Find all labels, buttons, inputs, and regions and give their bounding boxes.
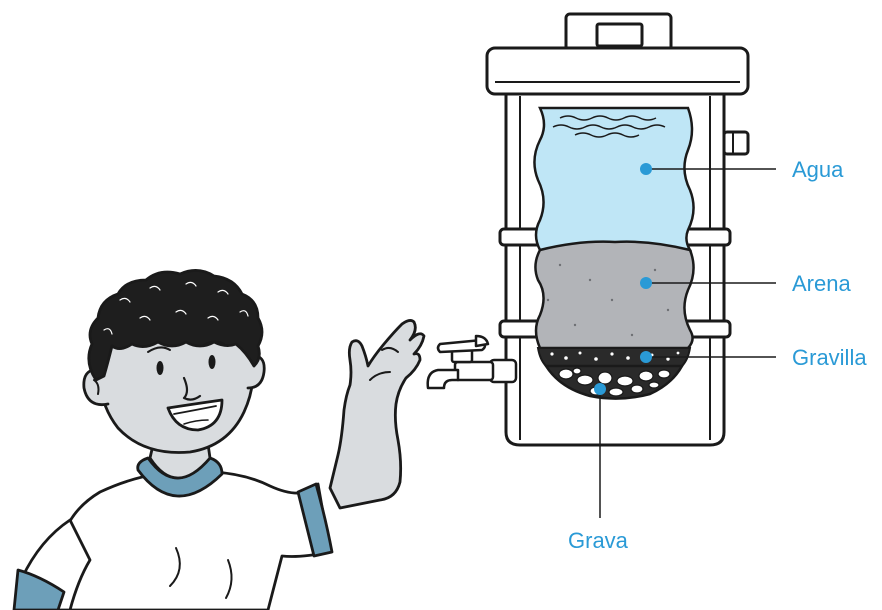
label-fine-gravel: Gravilla — [792, 345, 867, 370]
marker-fine-gravel — [640, 351, 652, 363]
boy-arm — [330, 320, 424, 508]
label-sand: Arena — [792, 271, 851, 296]
water-layer — [534, 108, 693, 250]
label-water: Agua — [792, 157, 844, 182]
label-gravel: Grava — [568, 528, 629, 553]
lid — [487, 48, 748, 94]
boy-eye-left — [157, 361, 164, 375]
filter-layers — [534, 108, 693, 399]
side-outlet — [724, 132, 748, 154]
marker-water — [640, 163, 652, 175]
faucet — [428, 336, 516, 388]
boy-illustration — [14, 270, 424, 610]
sand-layer — [535, 242, 693, 348]
marker-gravel — [594, 383, 606, 395]
marker-sand — [640, 277, 652, 289]
boy-eye-right — [209, 355, 216, 369]
